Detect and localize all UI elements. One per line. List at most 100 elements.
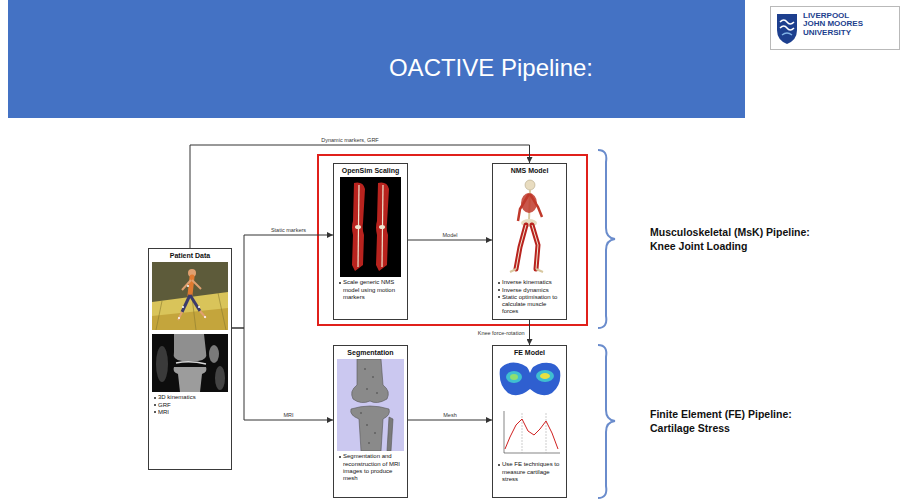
gait-lab-photo-part bbox=[200, 311, 206, 318]
process-box: Segmentation Segmentation and reconstruc… bbox=[333, 345, 408, 498]
logo-crest-part bbox=[777, 14, 797, 44]
bone-segmentation-image bbox=[337, 359, 404, 451]
logo-crest-part bbox=[780, 26, 794, 30]
group-bracket bbox=[598, 345, 615, 498]
knee-mri-image-part bbox=[152, 334, 228, 392]
opensim-legs-image-part bbox=[352, 183, 365, 271]
gait-lab-photo-part bbox=[178, 312, 182, 320]
opensim-legs-image-part bbox=[379, 225, 385, 229]
pipeline-label: Finite Element (FE) Pipeline: Cartilage … bbox=[650, 408, 825, 435]
bone-segmentation-image-part bbox=[360, 368, 378, 444]
flow-arrow bbox=[232, 235, 333, 328]
bullet-text: 3D kinematics bbox=[152, 394, 228, 401]
box-heading: Patient Data bbox=[152, 252, 228, 260]
connector-label: Static markers bbox=[270, 227, 307, 233]
skeleton-model-image-part bbox=[532, 225, 538, 269]
pipeline-label: Musculoskeletal (MsK) Pipeline: Knee Joi… bbox=[650, 226, 825, 253]
process-box: OpenSim Scaling Scale generic NMS model … bbox=[333, 163, 408, 320]
fe-stress-image-part bbox=[505, 419, 558, 449]
process-box: NMS Model Inverse kinematicsInverse dyna… bbox=[492, 163, 567, 320]
box-heading: NMS Model bbox=[496, 167, 563, 175]
process-box: FE Model Use FE techniques to measure ca… bbox=[492, 345, 567, 498]
fe-stress-image-part bbox=[510, 374, 518, 380]
box-heading: OpenSim Scaling bbox=[337, 167, 404, 175]
bone-segmentation-image-part bbox=[376, 392, 378, 394]
gait-lab-photo-part bbox=[218, 293, 226, 330]
group-bracket bbox=[598, 150, 615, 328]
knee-mri-image-part bbox=[156, 346, 168, 382]
skeleton-model-image-part bbox=[510, 269, 516, 272]
skeleton-model-image-part bbox=[516, 225, 526, 269]
box-heading: Segmentation bbox=[337, 349, 404, 357]
bone-segmentation-image-part bbox=[368, 442, 370, 444]
knee-mri-image-part bbox=[174, 334, 207, 361]
process-box: Patient Data bbox=[148, 248, 232, 470]
bone-segmentation-image-part bbox=[352, 359, 389, 403]
opensim-legs-image bbox=[337, 177, 404, 277]
fe-stress-image-part bbox=[540, 373, 550, 379]
skeleton-model-image-part bbox=[536, 269, 543, 272]
flow-arrow bbox=[232, 328, 333, 420]
skeleton-model-image bbox=[496, 177, 563, 277]
gait-lab-photo-part bbox=[178, 317, 180, 319]
title-banner bbox=[8, 0, 745, 118]
box-heading: FE Model bbox=[496, 349, 563, 357]
bone-segmentation-image-part bbox=[387, 417, 393, 451]
gait-lab-photo-part bbox=[156, 301, 162, 330]
bone-segmentation-image-part bbox=[337, 359, 404, 451]
fe-stress-image bbox=[496, 359, 563, 459]
fe-stress-image-part bbox=[500, 363, 561, 396]
connector-label: Knee force-rotation bbox=[477, 330, 526, 336]
bullet-text: Segmentation and reconstruction of MRI i… bbox=[337, 453, 404, 482]
logo-crest-part bbox=[782, 33, 792, 35]
bone-segmentation-image-part bbox=[351, 406, 390, 451]
fe-stress-image-part bbox=[536, 370, 554, 382]
knee-mri-image bbox=[152, 334, 228, 392]
knee-mri-image-part bbox=[215, 366, 225, 390]
slide-title: OACTIVE Pipeline: bbox=[341, 54, 641, 82]
connector-label: Mesh bbox=[442, 412, 457, 418]
bullet-text: MRI bbox=[152, 409, 228, 416]
bone-segmentation-image-part bbox=[364, 368, 366, 370]
gait-lab-photo bbox=[152, 262, 228, 330]
knee-mri-image-part bbox=[174, 367, 207, 392]
flow-arrow bbox=[408, 420, 492, 421]
gait-lab-photo-part bbox=[182, 280, 191, 290]
knee-mri-image-part bbox=[209, 345, 219, 363]
gait-lab-photo-part bbox=[182, 295, 190, 312]
flow-arrow bbox=[529, 320, 530, 345]
opensim-legs-image-part bbox=[376, 183, 389, 271]
gait-lab-photo-part bbox=[182, 306, 184, 308]
highlight-frame bbox=[318, 155, 587, 325]
skeleton-model-image-part bbox=[530, 194, 542, 217]
bullet-text: Inverse kinematics bbox=[496, 279, 563, 286]
bone-segmentation-image-part bbox=[372, 376, 374, 378]
fe-stress-image-part bbox=[546, 413, 547, 453]
gait-lab-photo-part bbox=[152, 292, 228, 330]
skeleton-model-image-part bbox=[525, 180, 535, 190]
skeleton-model-image-part bbox=[532, 225, 538, 269]
gait-lab-photo-part bbox=[198, 306, 200, 308]
logo-crest bbox=[774, 10, 800, 46]
connector-label: Dynamic markers, GRF bbox=[320, 137, 379, 143]
opensim-legs-image-part bbox=[340, 177, 401, 277]
bone-segmentation-image-part bbox=[366, 388, 368, 390]
gait-lab-photo-part bbox=[152, 262, 228, 330]
gait-lab-photo-part bbox=[204, 316, 206, 318]
skeleton-model-image-part bbox=[518, 194, 529, 221]
bullet-text: Inverse dynamics bbox=[496, 287, 563, 294]
gait-lab-photo-part bbox=[192, 280, 201, 289]
gait-lab-photo-part bbox=[187, 285, 189, 287]
opensim-legs-image-part bbox=[355, 225, 361, 229]
gait-lab-photo-part bbox=[190, 295, 200, 311]
logo-text: LIVERPOOL JOHN MOORES UNIVERSITY bbox=[803, 12, 871, 37]
flow-arrow bbox=[408, 240, 492, 241]
bone-segmentation-image-part bbox=[366, 424, 368, 426]
gait-lab-photo-part bbox=[152, 308, 228, 330]
connector-label: Model bbox=[442, 232, 459, 238]
fe-stress-image-part bbox=[504, 411, 505, 453]
bullet-text: Scale generic NMS model using motion mar… bbox=[337, 279, 404, 301]
fe-stress-image-part bbox=[504, 453, 560, 454]
fe-stress-image-part bbox=[506, 371, 522, 383]
